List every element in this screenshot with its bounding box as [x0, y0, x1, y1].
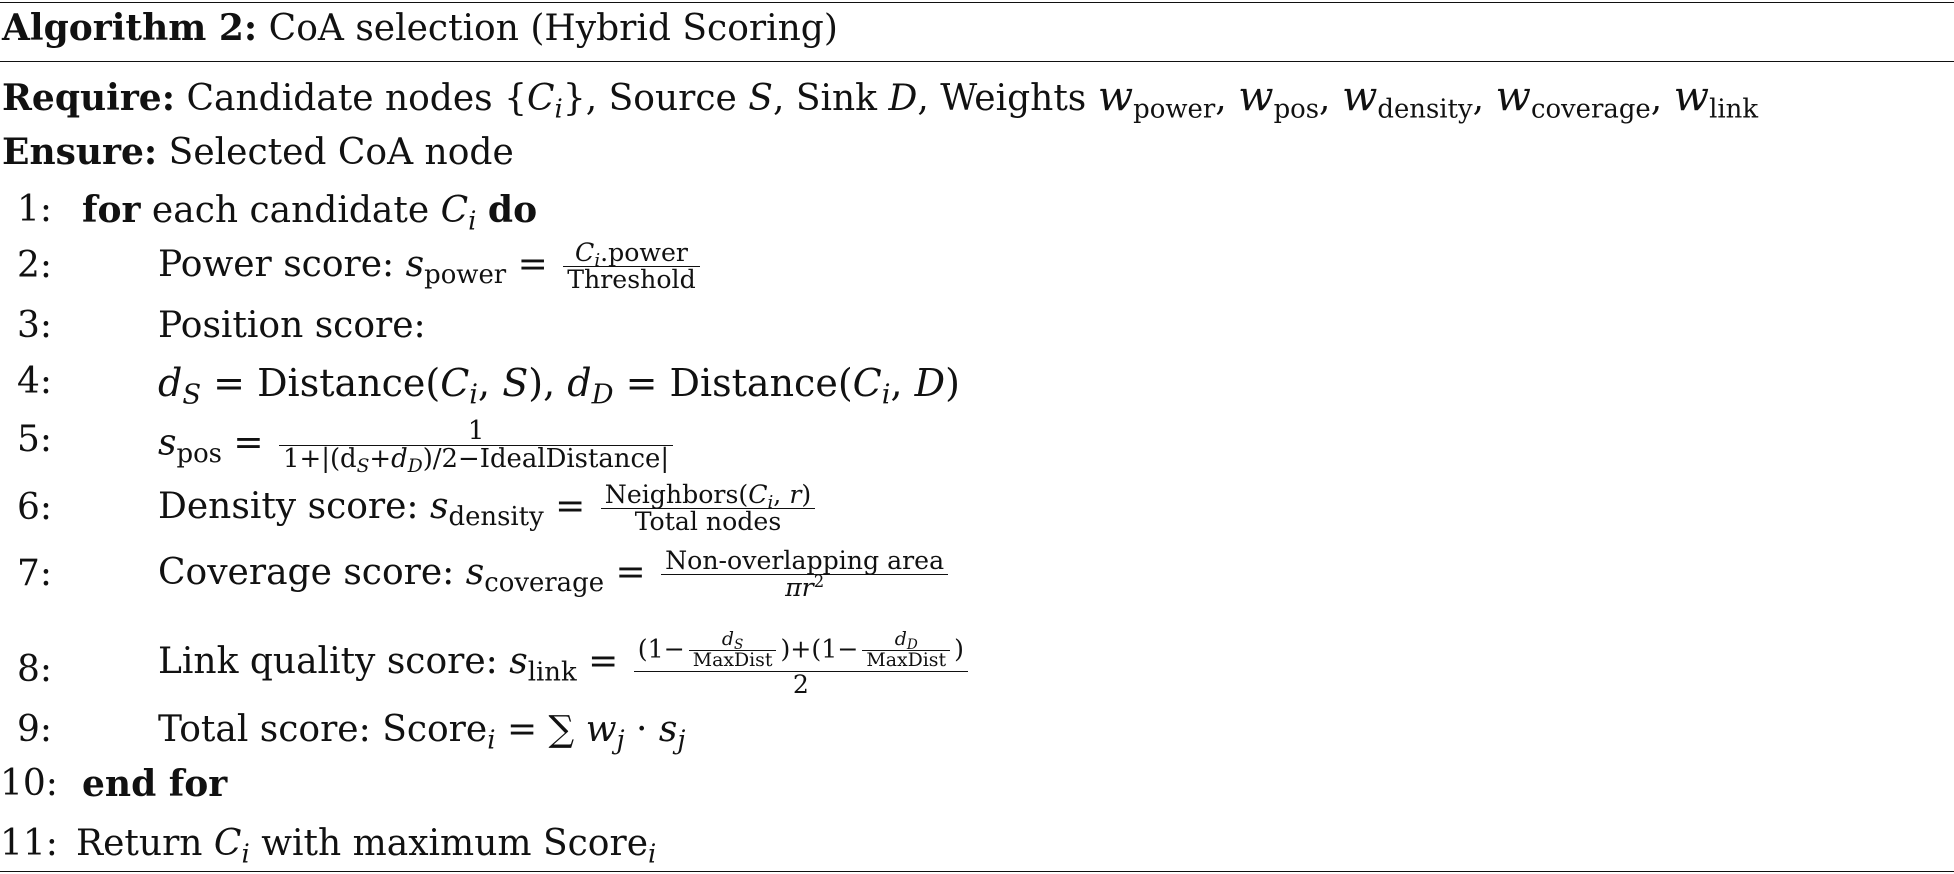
keyword-do: do	[487, 189, 538, 231]
ensure-text: Selected CoA node	[168, 132, 514, 173]
line-text: Coverage score:	[158, 551, 455, 593]
line-number: 8:	[16, 649, 52, 690]
require-text-2: }, Source	[562, 78, 749, 119]
maxdist-label: MaxDist	[692, 648, 773, 671]
require-keyword: Require:	[2, 77, 176, 119]
header-rule	[0, 61, 1954, 62]
keyword-for: for	[82, 189, 141, 231]
bottom-rule	[0, 871, 1954, 872]
line-number: 10:	[0, 763, 58, 804]
function-name: Distance	[669, 361, 838, 405]
line-text-2: with maximum	[261, 823, 532, 864]
keyword-end-for: end for	[82, 763, 228, 805]
fraction-denominator: Total nodes	[634, 507, 782, 537]
require-text-4: , Weights	[917, 78, 1098, 119]
fraction: 1 1+|(dS+dD)/2−IdealDistance|	[279, 417, 674, 476]
line-text: Density score:	[158, 485, 419, 527]
line-number: 4:	[16, 361, 52, 402]
line-number: 2:	[16, 245, 52, 286]
line-text: Position score:	[158, 305, 426, 346]
score-label: Score	[382, 709, 488, 750]
function-name: Distance	[257, 361, 426, 405]
line-text: Power score:	[158, 243, 395, 285]
fraction: Neighbors(Ci, r) Total nodes	[600, 480, 816, 537]
fraction-denominator: Threshold	[567, 265, 696, 295]
line-number: 7:	[16, 553, 52, 594]
fraction-numerator: .power	[600, 238, 688, 267]
top-rule	[0, 2, 1954, 3]
line-number: 1:	[16, 189, 52, 230]
line-text: Return	[76, 823, 203, 864]
fraction-numerator: Neighbors(	[604, 480, 749, 509]
line-number: 6:	[16, 487, 52, 528]
score-label: Score	[542, 823, 648, 864]
require-text: Candidate nodes {	[186, 78, 527, 119]
algorithm-title: CoA selection (Hybrid Scoring)	[268, 8, 838, 49]
line-number: 9:	[16, 709, 52, 750]
fraction: Ci.power Threshold	[563, 238, 700, 295]
line-number: 11:	[0, 823, 58, 864]
fraction-numerator: Non-overlapping area	[661, 547, 949, 576]
line-text: Link quality score:	[158, 641, 498, 683]
algorithm-label: Algorithm 2:	[2, 7, 258, 49]
ensure-keyword: Ensure:	[2, 131, 158, 173]
fraction-denominator: 1+|(d	[283, 444, 357, 475]
line-text: each candidate	[151, 190, 430, 231]
fraction: Non-overlapping area πr2	[661, 547, 949, 602]
line-text: Total score:	[158, 709, 371, 750]
line-number: 5:	[16, 419, 52, 460]
fraction-denominator-rest: )/2−IdealDistance|	[422, 444, 670, 475]
line-number: 3:	[16, 305, 52, 346]
require-text-3: , Sink	[772, 78, 889, 119]
maxdist-label: MaxDist	[866, 648, 947, 671]
